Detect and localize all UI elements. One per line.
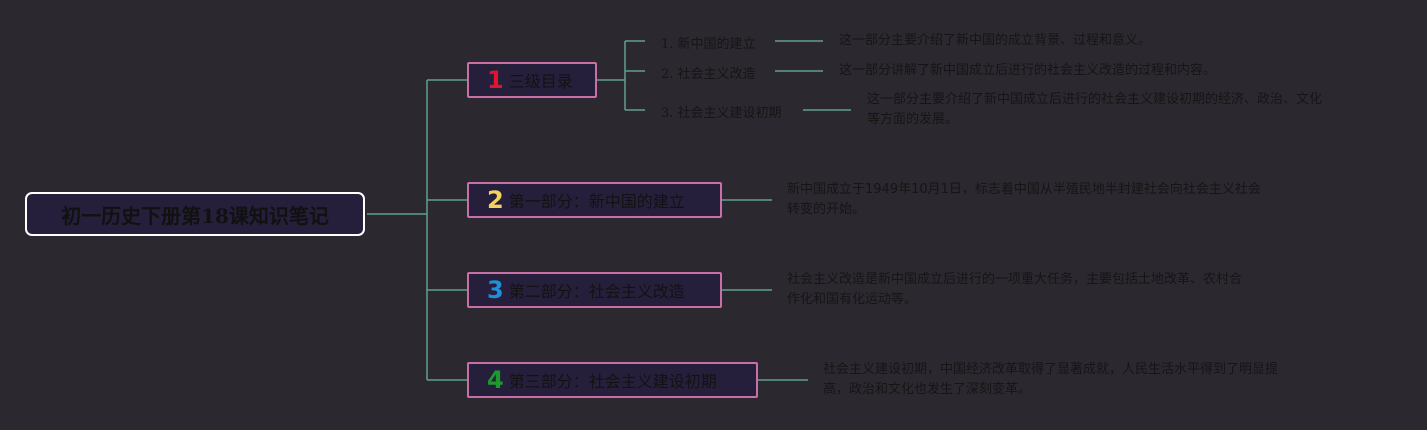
toc-description: 这一部分主要介绍了新中国成立后进行的社会主义建设初期的经济、政治、文化 等方面的… bbox=[867, 90, 1322, 130]
description-line: 社会主义改造是新中国成立后进行的一项重大任务，主要包括土地改革、农村合 bbox=[787, 272, 1243, 287]
branch-node-part2[interactable]: 3 第二部分：社会主义改造 bbox=[467, 272, 722, 308]
branch-number: 1 bbox=[487, 66, 504, 94]
toc-description: 这一部分主要介绍了新中国的成立背景、过程和意义。 bbox=[839, 33, 1152, 48]
branch-label: 第一部分：新中国的建立 bbox=[508, 192, 685, 211]
description-line: 作化和国有化运动等。 bbox=[787, 292, 918, 307]
description-line: 社会主义建设初期，中国经济改革取得了显著成就，人民生活水平得到了明显提 bbox=[823, 362, 1279, 377]
branch-node-part3[interactable]: 4 第三部分：社会主义建设初期 bbox=[467, 362, 758, 398]
branch-description: 社会主义改造是新中国成立后进行的一项重大任务，主要包括土地改革、农村合 作化和国… bbox=[787, 270, 1242, 310]
toc-item[interactable]: 1. 新中国的建立 bbox=[661, 37, 756, 52]
branch-label: 三级目录 bbox=[508, 72, 573, 91]
branch-node-part1[interactable]: 2 第一部分：新中国的建立 bbox=[467, 182, 722, 218]
branch-description: 新中国成立于1949年10月1日，标志着中国从半殖民地半封建社会向社会主义社会 … bbox=[787, 180, 1261, 220]
description-line: 新中国成立于1949年10月1日，标志着中国从半殖民地半封建社会向社会主义社会 bbox=[787, 182, 1261, 197]
branch-label: 第三部分：社会主义建设初期 bbox=[508, 372, 717, 391]
toc-item[interactable]: 3. 社会主义建设初期 bbox=[661, 106, 782, 121]
toc-description: 这一部分讲解了新中国成立后进行的社会主义改造的过程和内容。 bbox=[839, 63, 1217, 78]
description-line: 这一部分主要介绍了新中国成立后进行的社会主义建设初期的经济、政治、文化 bbox=[867, 92, 1323, 107]
root-title: 初一历史下册第18课知识笔记 bbox=[61, 203, 329, 228]
branch-node-toc[interactable]: 1 三级目录 bbox=[467, 62, 597, 98]
branch-number: 3 bbox=[487, 276, 504, 304]
branch-description: 社会主义建设初期，中国经济改革取得了显著成就，人民生活水平得到了明显提 高，政治… bbox=[823, 360, 1278, 400]
toc-item[interactable]: 2. 社会主义改造 bbox=[661, 67, 756, 82]
description-line: 转变的开始。 bbox=[787, 202, 866, 217]
description-line: 高，政治和文化也发生了深刻变革。 bbox=[823, 382, 1032, 397]
branch-number: 4 bbox=[487, 366, 504, 394]
branch-number: 2 bbox=[487, 186, 504, 214]
description-line: 等方面的发展。 bbox=[867, 112, 959, 127]
root-node[interactable]: 初一历史下册第18课知识笔记 bbox=[25, 192, 365, 236]
branch-label: 第二部分：社会主义改造 bbox=[508, 282, 685, 301]
